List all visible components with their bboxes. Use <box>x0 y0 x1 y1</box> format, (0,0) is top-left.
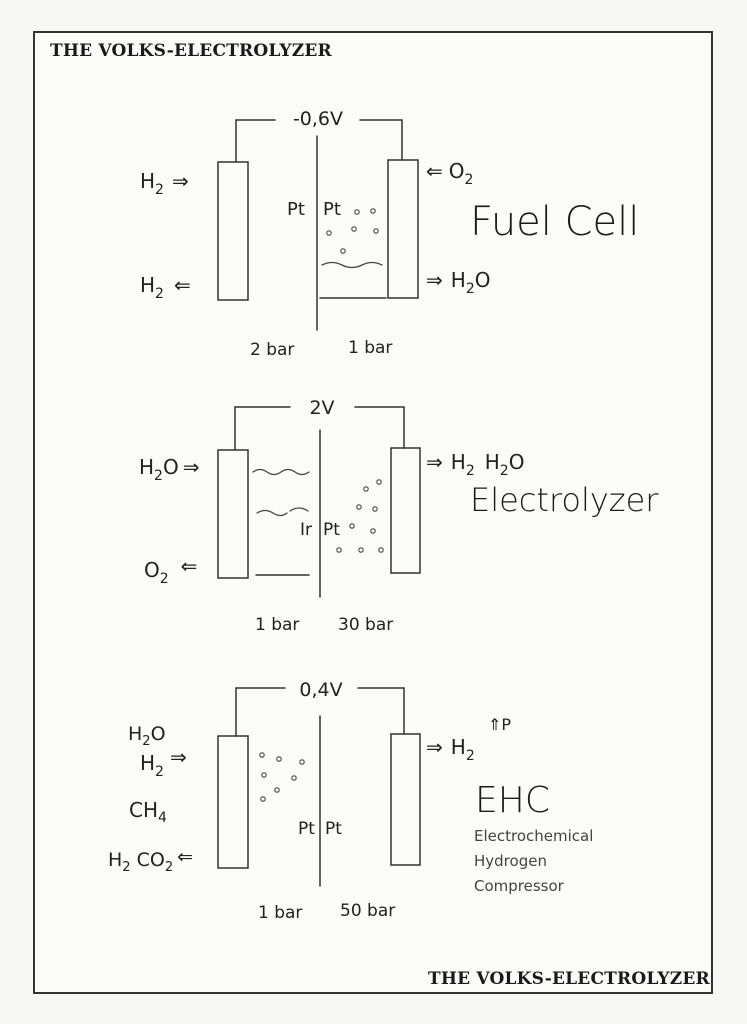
ehc-wire-right <box>357 687 405 735</box>
svg-text:⇒H2O: ⇒H2O <box>426 268 490 297</box>
fuel-cell-catalyst-right: Pt <box>323 199 341 220</box>
ehc-title: EHC <box>475 780 550 821</box>
fuel-cell-o2-input: ⇐O2 <box>426 159 473 188</box>
fuel-cell-catalyst-left: Pt <box>287 199 305 220</box>
ehc-inputs: H2O H2⇒ CH4 <box>128 723 187 826</box>
bubbles-icon <box>336 479 384 553</box>
ehc-subtitle-line3: Compressor <box>474 877 565 895</box>
svg-text:⇐O2: ⇐O2 <box>426 159 473 188</box>
fuel-cell-diagram: -0,6V Pt Pt H2⇒ H2⇐ ⇐O2 ⇒H2O Fuel Cell <box>140 108 639 360</box>
svg-text:O2⇐: O2⇐ <box>144 554 197 587</box>
ehc-voltage: 0,4V <box>299 679 342 701</box>
svg-text:H2⇐: H2⇐ <box>140 273 191 302</box>
fuel-cell-pressure-right: 1 bar <box>348 338 392 358</box>
svg-text:H2⇒: H2⇒ <box>140 169 189 198</box>
svg-text:CH4: CH4 <box>129 798 167 826</box>
electrolyzer-pressure-left: 1 bar <box>255 615 299 635</box>
fuel-cell-voltage: -0,6V <box>293 108 343 130</box>
footer-title: THE VOLKS-ELECTROLYZER <box>428 969 710 989</box>
ehc-subtitle-line2: Hydrogen <box>474 852 547 870</box>
fuel-cell-h2-output: H2⇐ <box>140 273 191 302</box>
svg-text:⇒H2: ⇒H2 <box>426 735 475 764</box>
electrolyzer-pressure-right: 30 bar <box>338 615 393 635</box>
electrolyzer-wire-right <box>354 406 405 449</box>
fuel-cell-anode <box>217 161 249 301</box>
electrolyzer-wire-left <box>234 406 291 451</box>
ehc-catalyst-right: Pt <box>325 819 342 839</box>
svg-text:H2⇒: H2⇒ <box>140 745 187 780</box>
electrolyzer-cathode <box>390 447 421 574</box>
bubbles-icon <box>326 208 379 254</box>
ehc-catalyst-left: Pt <box>298 819 315 839</box>
water-wave-icon <box>321 261 383 269</box>
fuel-cell-wire-left <box>235 119 276 163</box>
ehc-subtitle-line1: Electrochemical <box>474 827 593 845</box>
electrolyzer-h2o-input: H2O⇒ <box>139 455 199 484</box>
fuel-cell-h2-input: H2⇒ <box>140 169 189 198</box>
fuel-cell-h2o-output: ⇒H2O <box>426 268 490 297</box>
fuel-cell-wire-right <box>359 119 403 161</box>
svg-text:H2O⇒: H2O⇒ <box>139 455 199 484</box>
electrolyzer-o2-output: O2⇐ <box>144 554 197 587</box>
fuel-cell-cathode <box>387 159 419 299</box>
bubbles-icon <box>259 752 305 802</box>
ehc-pressure-right: 50 bar <box>340 901 395 921</box>
pressure-up-icon: ⇑P <box>488 715 511 734</box>
electrolyzer-voltage: 2V <box>309 397 334 419</box>
water-wave-icon <box>252 468 310 476</box>
ehc-cathode <box>390 733 421 866</box>
fuel-cell-pressure-left: 2 bar <box>250 340 294 360</box>
electrolyzer-catalyst-left: Ir <box>300 520 312 540</box>
header-title: THE VOLKS-ELECTROLYZER <box>50 41 332 61</box>
page-frame <box>33 31 713 994</box>
ehc-h2-output: ⇒H2 ⇑P <box>426 715 511 764</box>
electrolyzer-catalyst-right: Pt <box>323 520 340 540</box>
electrolyzer-anode <box>217 449 249 579</box>
ehc-wire-left <box>235 687 286 737</box>
svg-text:H2O: H2O <box>128 723 166 749</box>
water-wave-icon <box>256 507 309 517</box>
ehc-pressure-left: 1 bar <box>258 903 302 923</box>
ehc-anode <box>217 735 249 869</box>
fuel-cell-title: Fuel Cell <box>470 199 639 245</box>
electrolyzer-title: Electrolyzer <box>470 481 659 519</box>
